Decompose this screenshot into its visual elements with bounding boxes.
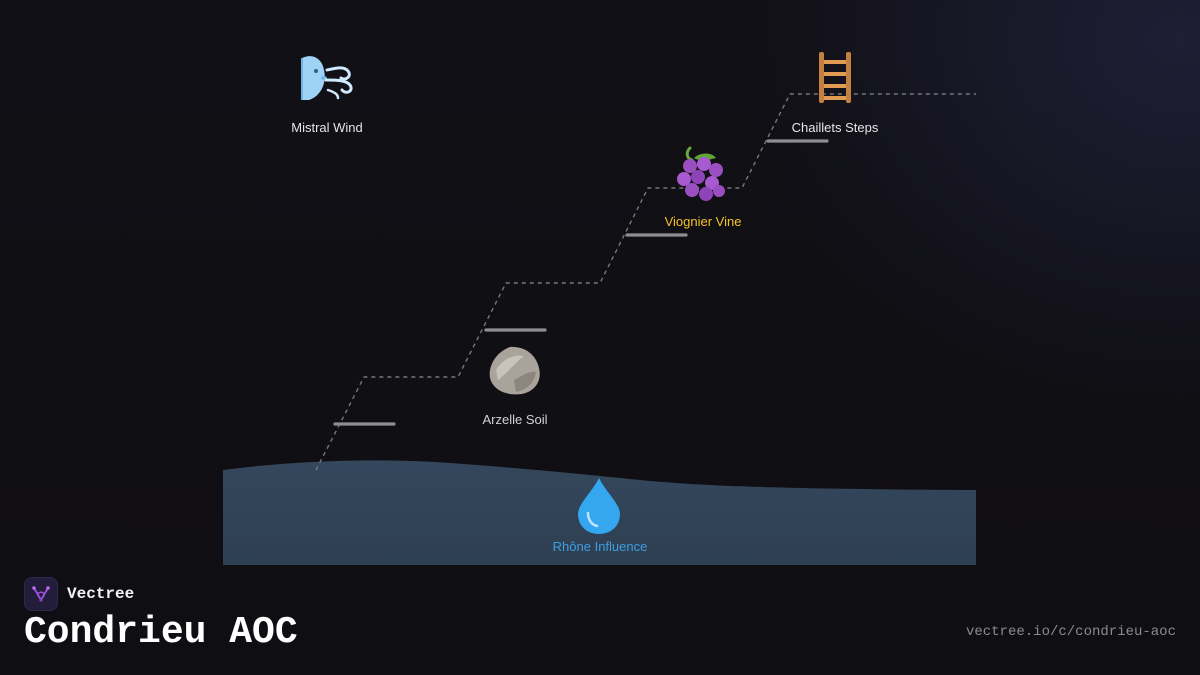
node-viognier-vine: Viognier Vine (665, 146, 742, 229)
terrace-path (315, 93, 976, 471)
node-label: Viognier Vine (665, 214, 742, 229)
node-rhone-influence: Rhône Influence (553, 478, 648, 554)
page-title: Condrieu AOC (24, 611, 298, 654)
ladder-icon (819, 52, 851, 103)
node-label: Chaillets Steps (792, 120, 879, 135)
vectree-logo-icon (24, 577, 58, 611)
water-drop-icon (578, 478, 620, 534)
wind-face-icon (301, 56, 353, 100)
rock-icon (489, 346, 540, 395)
node-label: Rhône Influence (553, 539, 648, 554)
node-chaillets-steps: Chaillets Steps (792, 52, 879, 135)
page-url[interactable]: vectree.io/c/condrieu-aoc (965, 624, 1176, 640)
grapes-icon (677, 146, 725, 201)
brand-name: Vectree (67, 585, 135, 603)
brand[interactable]: Vectree (24, 577, 134, 611)
node-label: Arzelle Soil (482, 412, 547, 427)
node-arzelle-soil: Arzelle Soil (482, 346, 548, 427)
node-mistral-wind: Mistral Wind (291, 56, 363, 135)
node-label: Mistral Wind (291, 120, 363, 135)
